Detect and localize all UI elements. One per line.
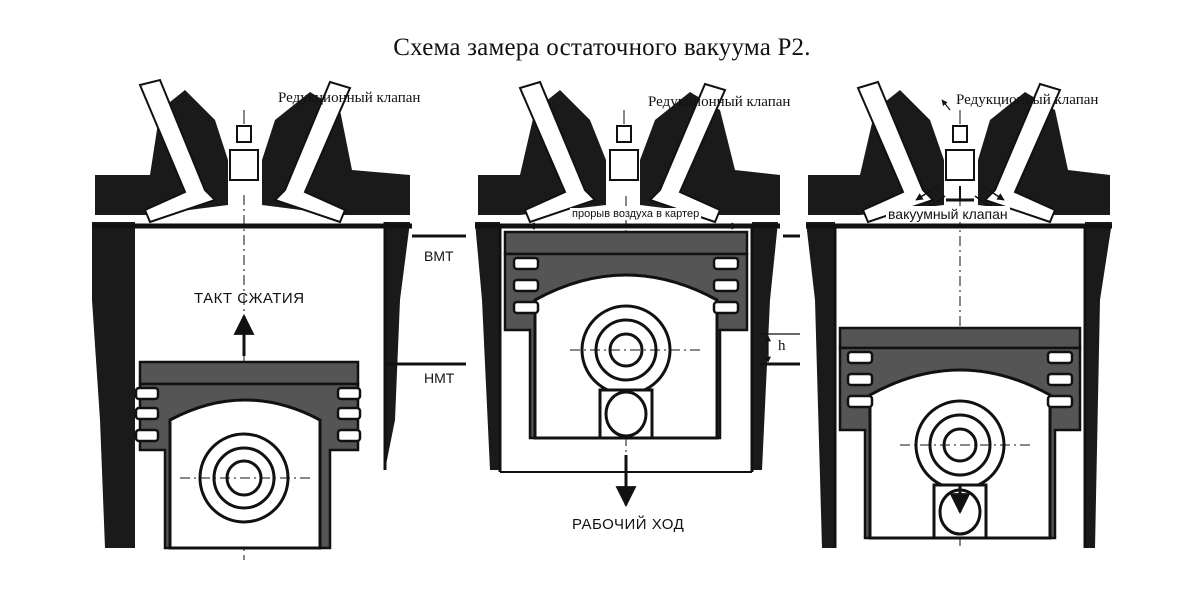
vacuum-valve-label: вакуумный клапан xyxy=(886,206,1010,222)
reduction-valve-cap xyxy=(952,125,968,143)
diagram-title: Схема замера остаточного вакуума Р2. xyxy=(393,34,811,61)
piston-rings xyxy=(512,256,740,315)
panel-vacuum xyxy=(806,80,1112,548)
panel-compression xyxy=(92,78,412,560)
reduction-valve-label: Редукционный клапан xyxy=(278,90,421,106)
piston-crown xyxy=(503,230,749,256)
cylinder-wall-left xyxy=(475,222,500,470)
cylinder-wall-right xyxy=(752,222,778,470)
height-dimension xyxy=(760,333,800,363)
air-leak-label: прорыв воздуха в картер xyxy=(570,208,702,220)
exhaust-valve xyxy=(648,82,727,224)
tdc-label: ВМТ xyxy=(424,248,454,264)
bdc-label: НМТ xyxy=(424,370,455,386)
reduction-valve-body xyxy=(945,149,975,181)
reduction-valve-cap xyxy=(236,125,252,143)
cylinder-wall-left xyxy=(92,222,135,548)
dead-center-markers xyxy=(385,234,800,366)
piston-rings xyxy=(846,350,1074,409)
reduction-valve-label: Редукционный клапан xyxy=(648,94,791,110)
intake-valve xyxy=(138,78,217,224)
piston-rings xyxy=(134,386,362,443)
panel-power xyxy=(475,80,780,508)
piston-crown xyxy=(838,326,1082,350)
intake-valve xyxy=(518,80,597,224)
compression-stroke-label: ТАКТ СЖАТИЯ xyxy=(194,290,305,307)
cylinder-wall-right xyxy=(1085,222,1112,548)
cylinder-wall-right xyxy=(385,222,410,470)
exhaust-valve xyxy=(273,80,352,224)
piston-crown xyxy=(138,360,360,386)
height-label: h xyxy=(778,338,786,354)
power-stroke-label: РАБОЧИЙ ХОД xyxy=(572,516,685,533)
exhaust-valve xyxy=(983,82,1062,224)
reduction-valve-label: Редукционный клапан xyxy=(956,92,1099,108)
reduction-valve-body xyxy=(229,149,259,181)
cylinder-wall-left xyxy=(806,222,835,548)
reduction-valve-body xyxy=(609,149,639,181)
reduction-valve-cap xyxy=(616,125,632,143)
